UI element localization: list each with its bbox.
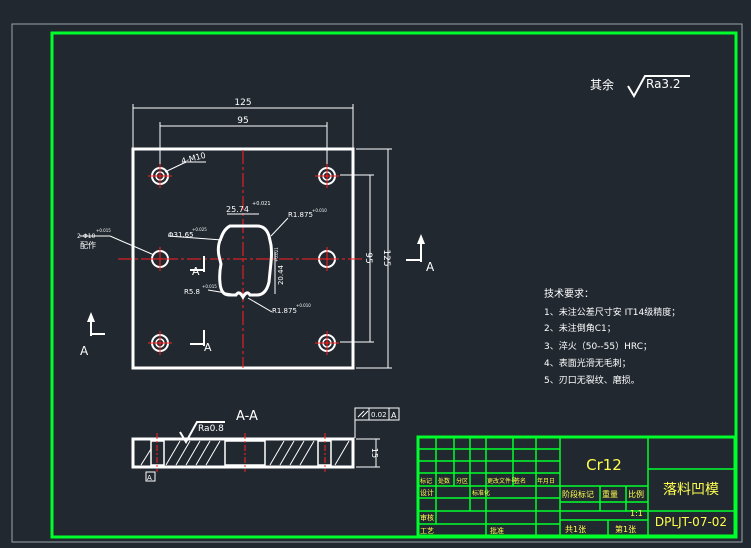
scale-label: 比例 [628, 489, 644, 499]
part-name: 落料凹模 [663, 482, 719, 498]
threaded-hole [315, 164, 339, 188]
weight-label: 重量 [602, 489, 618, 499]
row-label: 工艺 [420, 527, 434, 535]
dim-r-bot-tol: +0.010 [296, 303, 311, 308]
dim-width-overall: 125 [234, 98, 251, 108]
dim-width-holes: 95 [237, 116, 248, 126]
note-item: 2、未注倒角C1； [544, 322, 616, 334]
technical-notes: 技术要求： 1、未注公差尺寸安 IT14级精度； 2、未注倒角C1； 3、淬火（… [544, 287, 680, 386]
dim-slot-width-tol: +0.021 [252, 201, 271, 207]
dim-pin-holes: 2-Φ10 [77, 233, 96, 240]
material: Cr12 [586, 456, 622, 474]
section-marker-left: A [80, 312, 105, 358]
tolerance-value: 0.02 [371, 411, 387, 419]
section-cut-marker: A A [190, 256, 212, 354]
sheet-no: 第1张 [615, 524, 636, 534]
title-block: 标记 处数 分区 更改文件号 签名 年月日 设计 标准化 审核 工艺 批准 Cr… [416, 435, 737, 538]
dim-height-holes: 95 [363, 252, 373, 263]
scale-value: 1:1 [630, 509, 643, 518]
section-marker-right: A [406, 234, 435, 274]
pin-hole [315, 247, 339, 271]
section-outline [131, 437, 355, 469]
section-marker-label: A [426, 260, 435, 274]
section-marker-label: A [80, 344, 89, 358]
row-label: 批准 [490, 526, 504, 535]
notes-title: 技术要求： [544, 287, 594, 300]
dim-r-top-tol: +0.010 [312, 208, 327, 213]
dim-r-left-tol: +0.015 [202, 284, 217, 289]
dim-r-top: R1.875 [288, 211, 313, 219]
dim-slot-depth-tol: +0.021 [274, 247, 279, 262]
section-title: A-A [236, 409, 258, 424]
row-label: 标准化 [472, 489, 490, 497]
dim-r-bot: R1.875 [272, 307, 297, 315]
note-item: 1、未注公差尺寸安 IT14级精度； [544, 306, 680, 318]
dim-thread: 4-M10 [180, 151, 207, 166]
pin-hole [148, 247, 172, 271]
die-opening [216, 224, 273, 301]
section-view: A-A Ra0.8 0.02 A 15 A [131, 407, 400, 482]
row-label: 设计 [420, 488, 434, 497]
plan-view: 125 95 125 95 [77, 98, 392, 370]
roughness-label: 其余 [590, 77, 614, 92]
section-roughness: Ra0.8 [198, 424, 224, 434]
dim-slot-depth: 20.44 [277, 264, 285, 285]
datum-label: A [147, 474, 152, 482]
threaded-hole [148, 164, 172, 188]
note-item: 4、表面光滑无毛刺； [544, 357, 631, 369]
drawing-number: DPLJT-07-02 [655, 515, 727, 529]
dim-slot-dia: Φ31.65 [168, 231, 194, 239]
dim-r-left: R5.8 [184, 288, 200, 296]
dim-pin-holes-tol: +0.015 [96, 228, 111, 233]
rev-header: 年月日 [537, 477, 555, 485]
datum-box [145, 471, 156, 482]
sheets-total: 共1张 [565, 525, 586, 534]
rev-header: 标记 [420, 477, 432, 485]
roughness-value: Ra3.2 [646, 77, 681, 91]
stage-label: 阶段标记 [562, 489, 594, 499]
roughness-symbol-icon [179, 421, 225, 445]
roughness-note: 其余 Ra3.2 [590, 75, 690, 99]
sheet-border [11, 23, 743, 543]
section-marker-label: A [204, 341, 212, 354]
drawing-frame [50, 31, 738, 539]
rev-header: 分区 [456, 477, 468, 485]
dim-slot-dia-tol: +0.025 [192, 227, 207, 232]
note-item: 3、淬火（50--55）HRC； [544, 340, 652, 352]
threaded-hole [315, 331, 339, 355]
dim-height-overall: 125 [381, 249, 391, 266]
row-label: 审核 [420, 513, 434, 522]
dim-slot-width: 25.74 [226, 205, 249, 214]
dim-section-height: 15 [370, 448, 379, 458]
dim-pin-holes-note: 配作 [80, 240, 96, 250]
note-item: 5、刃口无裂纹、磨损。 [544, 374, 640, 386]
tolerance-datum: A [391, 411, 397, 420]
rev-header: 签名 [514, 477, 526, 485]
roughness-symbol-icon [627, 75, 690, 99]
threaded-hole [148, 331, 172, 355]
rev-header: 处数 [438, 477, 450, 485]
section-marker-label: A [192, 265, 200, 278]
rev-header: 更改文件号 [487, 477, 517, 485]
